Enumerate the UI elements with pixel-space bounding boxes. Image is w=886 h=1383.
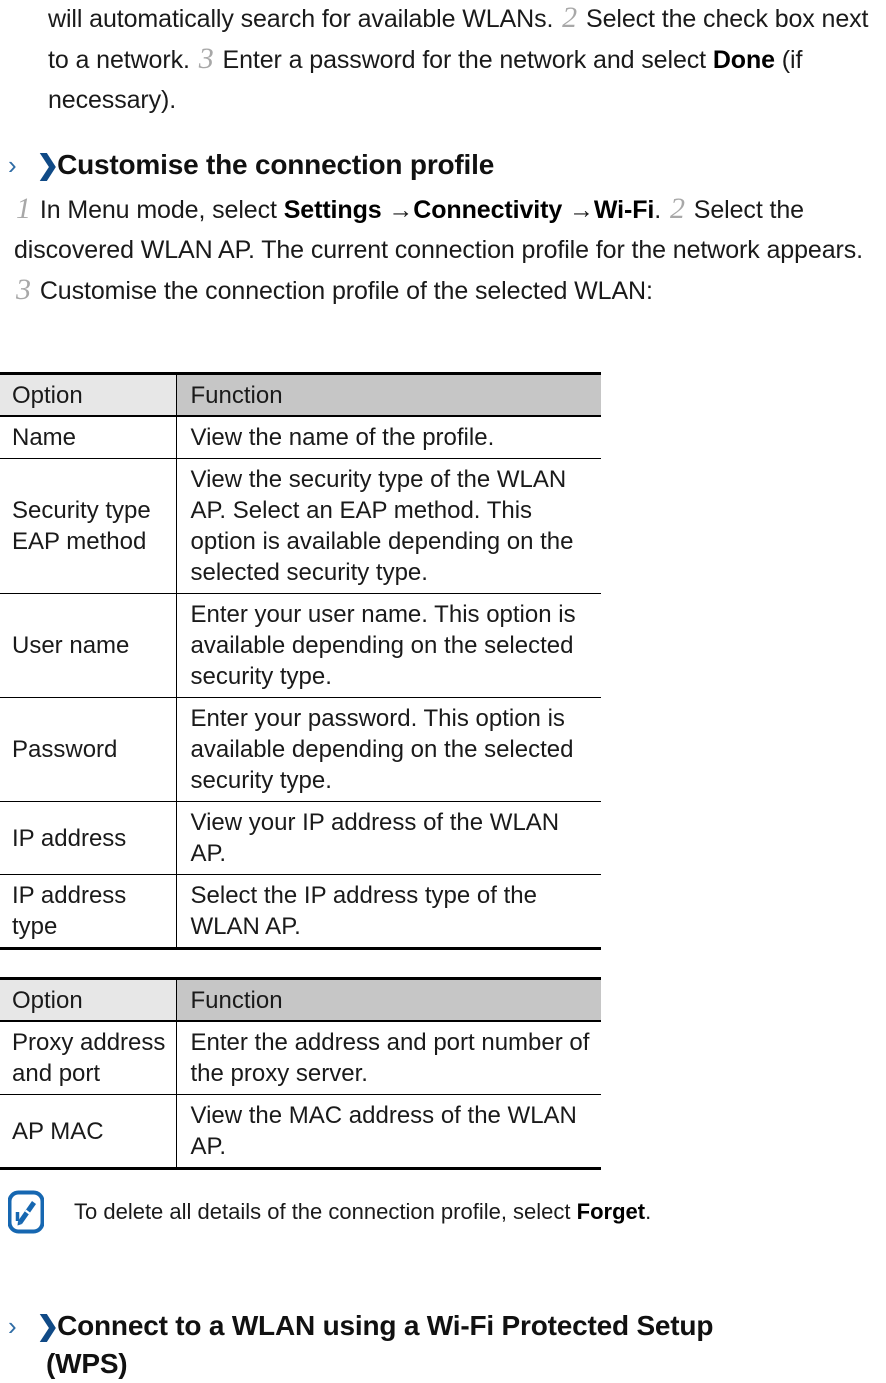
- table-cell-function: View the security type of the WLAN AP. S…: [175, 458, 601, 594]
- chevron-right-bold-icon: ❯: [36, 1311, 59, 1341]
- section-heading-text-line2: (WPS): [46, 1348, 128, 1379]
- table-cell-function: View your IP address of the WLAN AP.: [175, 801, 601, 875]
- section1-body-paragraph: 1 In Menu mode, select Settings →Connect…: [14, 189, 874, 311]
- bold-settings: Settings: [283, 196, 382, 224]
- body-text-2: .: [654, 196, 668, 224]
- section-heading-customise-profile: › ❯Customise the connection profile: [8, 146, 878, 184]
- step-number-2b: 2: [669, 192, 685, 225]
- table-cell-option: AP MAC: [0, 1094, 176, 1170]
- body-text-4: Customise the connection profile of the …: [33, 277, 653, 305]
- note-bold-forget: Forget: [576, 1199, 646, 1224]
- table-cell-function: View the MAC address of the WLAN AP.: [175, 1094, 601, 1170]
- table-cell-function: Enter the address and port number of the…: [175, 1021, 601, 1095]
- table-cell-option: Name: [0, 416, 176, 459]
- table-cell-option: Proxy address and port: [0, 1021, 176, 1095]
- chevron-right-thin-icon: ›: [8, 150, 17, 180]
- note-text-before: To delete all details of the connection …: [74, 1199, 577, 1224]
- table-cell-function: Select the IP address type of the WLAN A…: [175, 874, 601, 950]
- table-cell-option: User name: [0, 593, 176, 698]
- table-cell-option: Password: [0, 697, 176, 802]
- step-number-2: 2: [562, 1, 578, 34]
- section-heading-text: Customise the connection profile: [57, 149, 495, 180]
- column-header-function: Function: [175, 977, 601, 1022]
- table-cell-function: Enter your password. This option is avai…: [175, 697, 601, 802]
- section-heading-wps: › ❯Connect to a WLAN using a Wi-Fi Protec…: [8, 1307, 886, 1383]
- column-header-option: Option: [0, 372, 176, 417]
- bold-done: Done: [712, 46, 775, 74]
- arrow-1: →: [381, 196, 414, 224]
- chevron-right-thin-icon: ›: [8, 1311, 17, 1341]
- note-block: To delete all details of the connection …: [7, 1190, 868, 1234]
- table-header-row: Option Function: [0, 977, 601, 1022]
- note-pen-icon: [7, 1190, 45, 1234]
- step-number-1: 1: [16, 192, 31, 225]
- table-cell-function: View the name of the profile.: [175, 416, 601, 459]
- intro-text-c: Enter a password for the network and sel…: [215, 46, 713, 74]
- table-cell-option: Security type EAP method: [0, 458, 176, 594]
- bold-connectivity: Connectivity: [413, 196, 563, 224]
- body-text-3: Select the discovered WLAN AP. The curre…: [14, 196, 863, 264]
- intro-text-d: (if necessary).: [48, 46, 803, 114]
- intro-text-a: will automatically search for available …: [48, 5, 561, 33]
- step-number-3b: 3: [16, 273, 31, 306]
- bold-wifi: Wi-Fi: [593, 196, 655, 224]
- intro-paragraph: will automatically search for available …: [48, 0, 886, 120]
- step-number-3: 3: [198, 42, 214, 75]
- table-header-row: Option Function: [0, 372, 601, 417]
- table-cell-option: IP address type: [0, 874, 176, 950]
- arrow-2: →: [562, 196, 594, 224]
- table-cell-function: Enter your user name. This option is ava…: [175, 593, 601, 698]
- column-header-function: Function: [175, 372, 601, 417]
- section-heading-text-line1: Connect to a WLAN using a Wi-Fi Protecte…: [57, 1310, 714, 1341]
- chevron-right-bold-icon: ❯: [36, 150, 59, 180]
- body-text-1: In Menu mode, select: [33, 196, 284, 224]
- intro-text-b: Select the check box next to a network.: [48, 5, 869, 74]
- column-header-option: Option: [0, 977, 176, 1022]
- table-cell-option: IP address: [0, 801, 176, 875]
- note-text-after: .: [645, 1199, 652, 1224]
- note-text: To delete all details of the connection …: [44, 1197, 651, 1227]
